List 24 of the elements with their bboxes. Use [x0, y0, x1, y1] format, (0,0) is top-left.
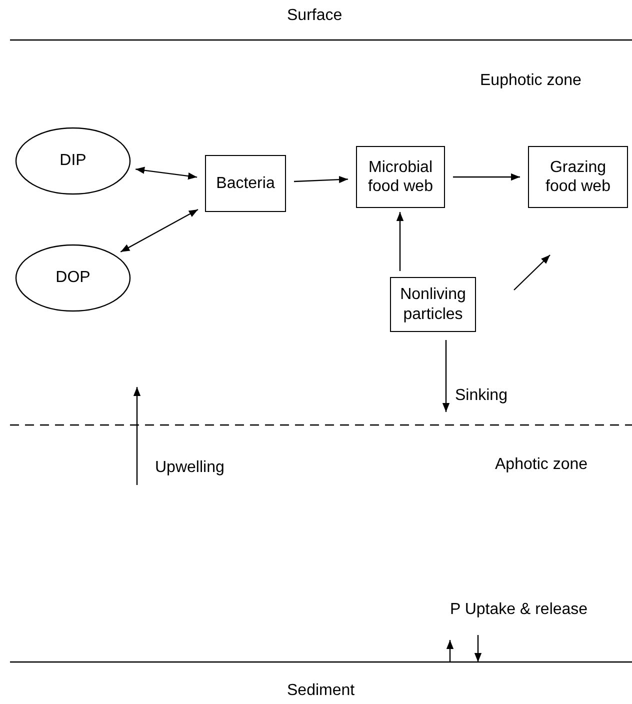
arrow [120, 209, 198, 252]
node-label: DIP [58, 151, 88, 171]
arrow [453, 173, 520, 181]
node-label: DOP [54, 268, 92, 288]
arrow [135, 166, 198, 180]
process-box [205, 155, 286, 212]
arrow [442, 340, 450, 412]
node-label: Bacteria [215, 174, 276, 194]
node-label: Nonliving particles [399, 285, 467, 324]
arrow [514, 254, 550, 290]
zone-label: Upwelling [155, 458, 224, 478]
pool-ellipse [15, 244, 131, 312]
zone-label: P Uptake & release [450, 600, 588, 620]
process-box [356, 146, 445, 208]
edge-label: Sinking [455, 386, 508, 406]
process-box [390, 277, 476, 332]
pool-ellipse [15, 127, 131, 195]
arrow [294, 176, 348, 184]
zone-label: Aphotic zone [495, 455, 588, 474]
node-label: Grazing food web [544, 158, 612, 196]
arrow [396, 212, 404, 271]
process-box [528, 146, 628, 208]
zone-label: Euphotic zone [480, 71, 582, 90]
node-label: Microbial food web [367, 158, 434, 196]
